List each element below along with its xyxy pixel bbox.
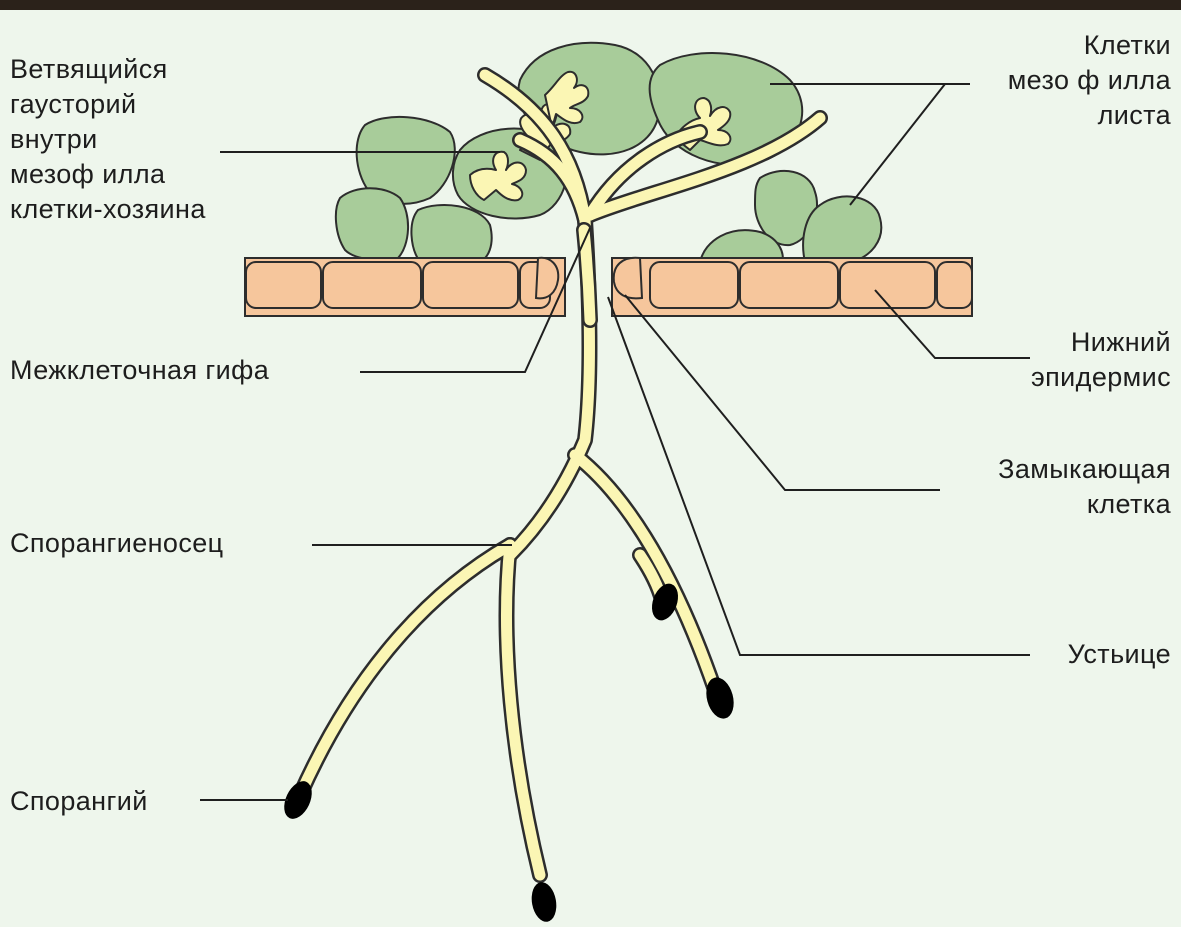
epidermis-cell	[423, 262, 518, 308]
epidermis-cell	[937, 262, 972, 308]
label-mesophyll-cells: Клетки мезо ф илла листа	[1008, 28, 1171, 133]
label-intercellular-hypha: Межклеточная гифа	[10, 353, 269, 388]
label-sporangiophore: Спорангиеносец	[10, 526, 224, 561]
hypha-through-stoma	[584, 230, 590, 320]
epidermis-cell	[840, 262, 935, 308]
label-lower-epidermis: Нижний эпидермис	[1031, 325, 1171, 395]
epidermis-cell	[246, 262, 321, 308]
epidermis-cell	[740, 262, 838, 308]
label-sporangium: Спорангий	[10, 784, 148, 819]
epidermis-cell	[323, 262, 421, 308]
mesophyll-cell	[336, 188, 408, 260]
label-stoma: Устьице	[1068, 637, 1171, 672]
label-guard-cell: Замыкающая клетка	[998, 452, 1171, 522]
mesophyll-cell	[411, 205, 491, 262]
top-dark-strip	[0, 0, 1181, 10]
label-haustorium: Ветвящийся гаусторий внутри мезоф илла к…	[10, 52, 206, 227]
guard-cell	[614, 258, 642, 299]
epidermis-cell	[650, 262, 738, 308]
